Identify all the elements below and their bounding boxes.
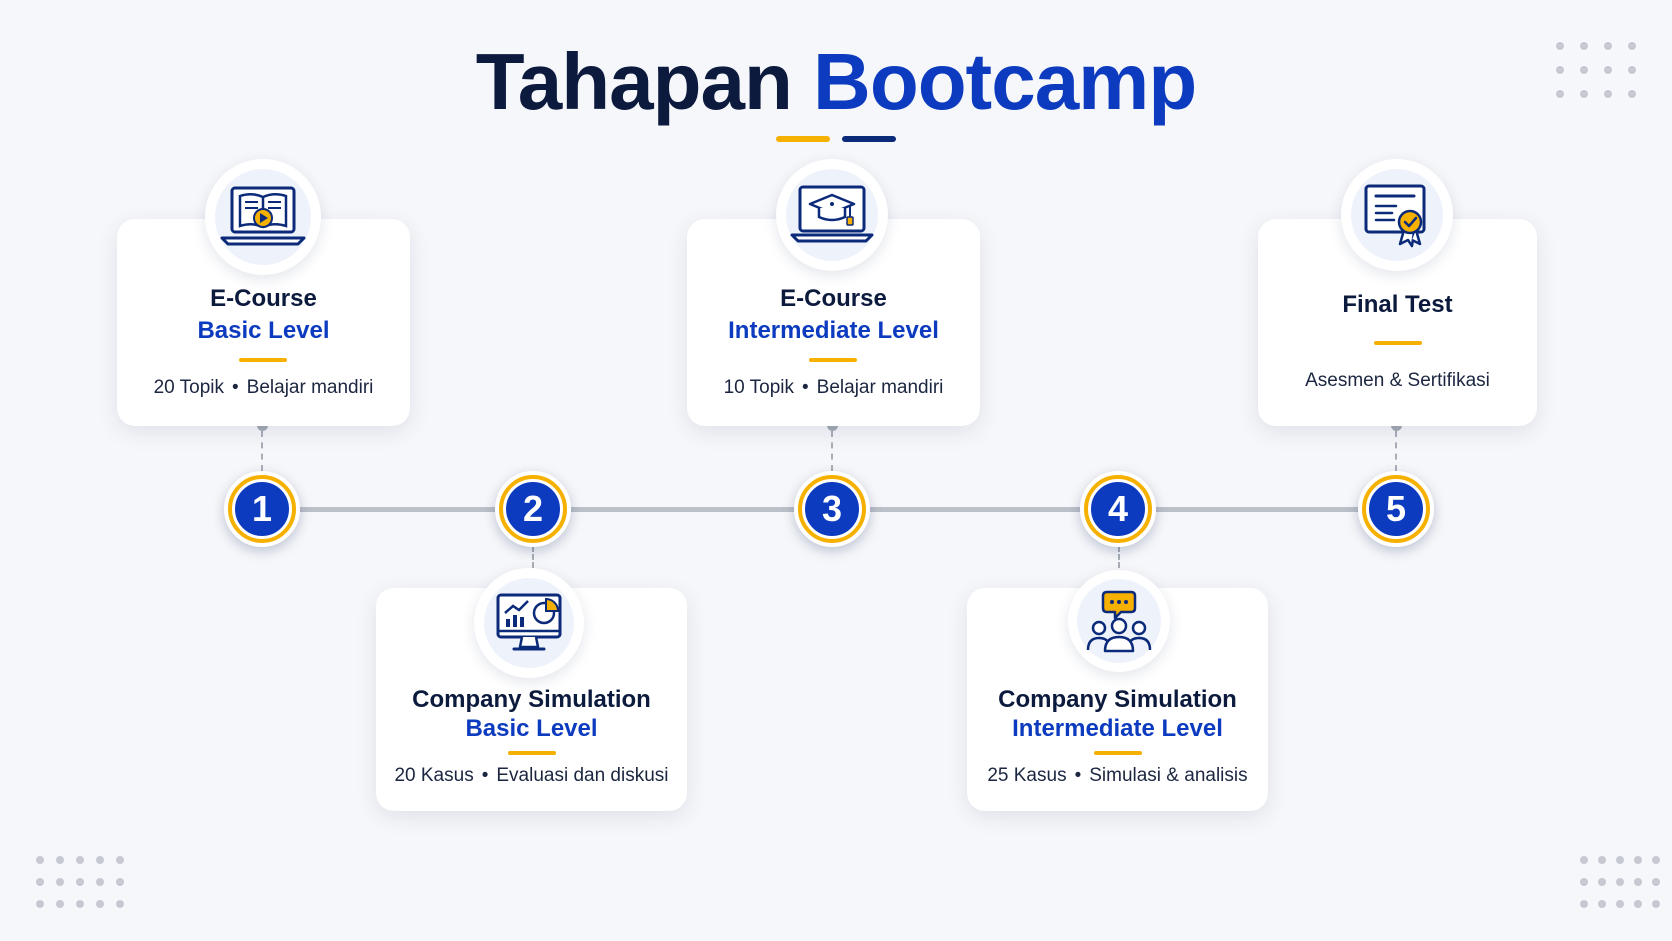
step-icon-3 (776, 159, 888, 271)
title-accent-bar-navy (842, 136, 896, 142)
page-title: Tahapan Bootcamp (0, 34, 1672, 130)
graduation-laptop-icon (790, 185, 874, 243)
card-detail-b: Belajar mandiri (816, 377, 944, 398)
connector-2 (532, 546, 534, 576)
ecourse-book-laptop-icon (220, 186, 306, 246)
card-detail-a: 25 Kasus (987, 765, 1067, 786)
decorative-dots-top-right (1556, 42, 1636, 98)
step-node-4: 4 (1080, 471, 1156, 547)
bullet-separator: • (802, 377, 809, 398)
step-number-4: 4 (1088, 479, 1148, 539)
step-node-1: 1 (224, 471, 300, 547)
card-detail-b: Simulasi & analisis (1089, 765, 1248, 786)
step-number-1: 1 (232, 479, 292, 539)
card-detail-b: Belajar mandiri (246, 377, 374, 398)
card-detail-b: Evaluasi dan diskusi (496, 765, 669, 786)
card-accent-bar (809, 358, 857, 362)
card-detail-a: 10 Topik (723, 377, 795, 398)
card-level: Basic Level (197, 317, 330, 344)
connector-1 (261, 431, 263, 471)
step-card-4: Company Simulation Intermediate Level 25… (967, 588, 1268, 811)
bullet-separator: • (232, 377, 239, 398)
card-details: 25 Kasus • Simulasi & analisis (967, 765, 1268, 787)
decorative-dots-bottom-left (36, 856, 124, 908)
bullet-separator: • (1074, 765, 1082, 786)
card-title: E-Course (210, 285, 317, 312)
connector-4 (1118, 546, 1120, 576)
step-number-3: 3 (802, 479, 862, 539)
card-accent-bar (1094, 751, 1142, 755)
title-part-2: Bootcamp (813, 37, 1197, 126)
step-icon-2 (474, 568, 584, 678)
connector-5 (1395, 431, 1397, 471)
team-discussion-icon (1086, 590, 1152, 653)
card-details: 10 Topik • Belajar mandiri (687, 377, 980, 399)
card-detail-a: 20 Kasus (394, 765, 474, 786)
card-level: Intermediate Level (1012, 715, 1223, 742)
title-part-1: Tahapan (475, 37, 793, 126)
step-node-2: 2 (495, 471, 571, 547)
certificate-icon (1364, 184, 1426, 248)
card-accent-bar (508, 751, 556, 755)
analytics-monitor-icon (496, 593, 562, 651)
step-node-3: 3 (794, 471, 870, 547)
title-accent-bar-yellow (776, 136, 830, 142)
card-accent-bar (1374, 341, 1422, 345)
step-icon-5 (1341, 159, 1453, 271)
step-icon-4 (1068, 570, 1170, 672)
step-card-2: Company Simulation Basic Level 20 Kasus •… (376, 588, 687, 811)
bullet-separator: • (481, 765, 489, 786)
card-level: Basic Level (465, 715, 598, 742)
step-number-5: 5 (1366, 479, 1426, 539)
card-detail-a: 20 Topik (153, 377, 225, 398)
card-description: Asesmen & Sertifikasi (1305, 370, 1490, 391)
step-card-5: Final Test Asesmen & Sertifikasi (1258, 219, 1537, 426)
card-title: Company Simulation (412, 686, 651, 713)
card-level: Intermediate Level (728, 317, 939, 344)
step-card-3: E-Course Intermediate Level 10 Topik • Bel… (687, 219, 980, 426)
decorative-dots-bottom-right (1580, 856, 1660, 908)
step-node-5: 5 (1358, 471, 1434, 547)
card-title: Final Test (1342, 291, 1453, 318)
step-icon-1 (205, 159, 321, 275)
card-details: 20 Topik • Belajar mandiri (117, 377, 410, 399)
card-title: E-Course (780, 285, 887, 312)
connector-3 (831, 431, 833, 471)
card-details: 20 Kasus • Evaluasi dan diskusi (376, 765, 687, 787)
card-accent-bar (239, 358, 287, 362)
step-number-2: 2 (503, 479, 563, 539)
card-title: Company Simulation (998, 686, 1237, 713)
